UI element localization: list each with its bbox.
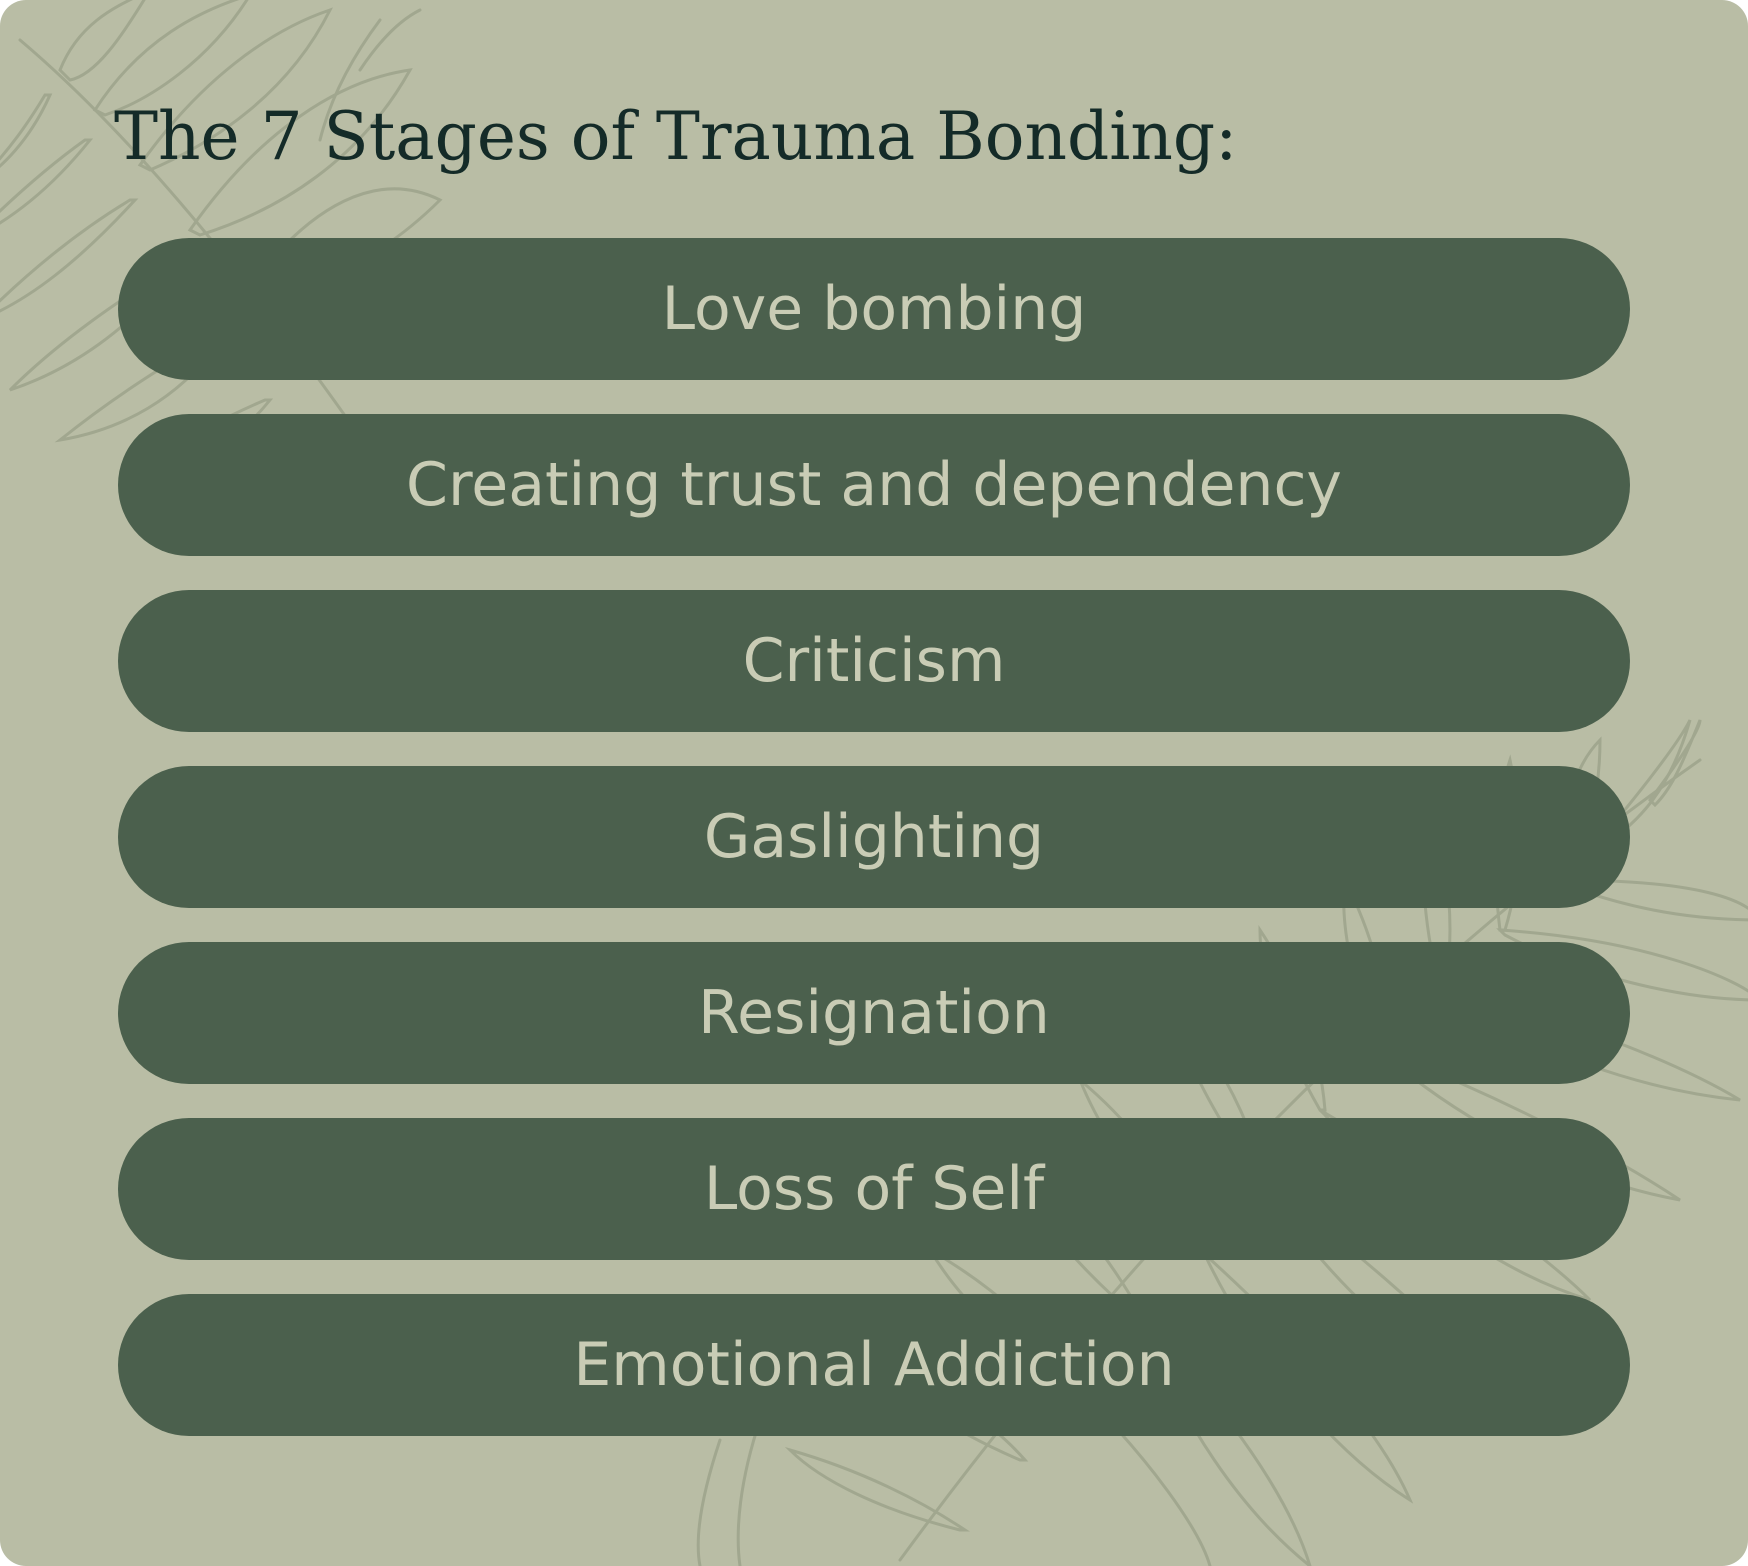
page-title: The 7 Stages of Trauma Bonding: [114,98,1238,175]
stage-pill-emotional-addiction: Emotional Addiction [118,1294,1630,1436]
stage-list: Love bombing Creating trust and dependen… [118,238,1630,1470]
stage-label: Gaslighting [703,802,1045,872]
stage-label: Criticism [742,626,1006,696]
stage-label: Resignation [698,978,1050,1048]
stage-pill-love-bombing: Love bombing [118,238,1630,380]
stage-pill-loss-of-self: Loss of Self [118,1118,1630,1260]
stage-pill-criticism: Criticism [118,590,1630,732]
stage-label: Creating trust and dependency [406,450,1342,520]
stage-label: Loss of Self [703,1154,1045,1224]
stage-label: Love bombing [661,274,1087,344]
stage-pill-resignation: Resignation [118,942,1630,1084]
stage-pill-creating-trust: Creating trust and dependency [118,414,1630,556]
stage-label: Emotional Addiction [573,1330,1175,1400]
stage-pill-gaslighting: Gaslighting [118,766,1630,908]
